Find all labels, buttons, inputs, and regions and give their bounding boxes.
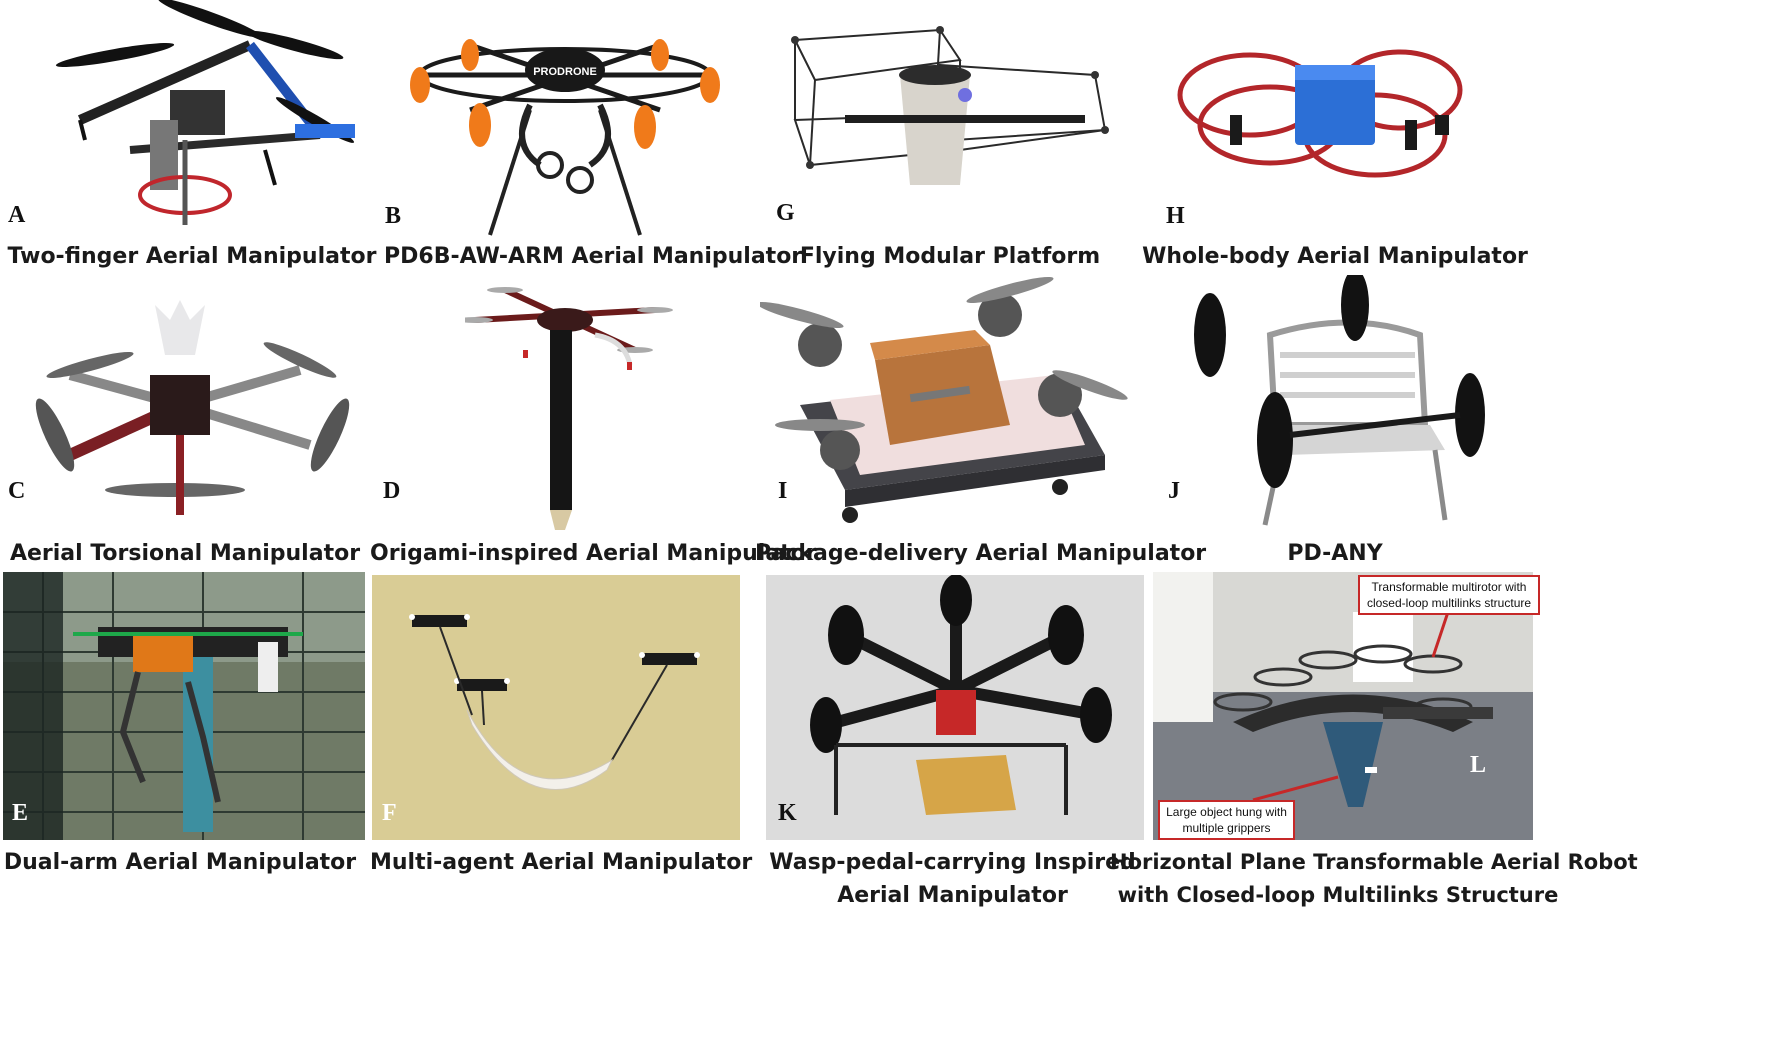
photo-wasp-inspired <box>766 575 1144 840</box>
panel-letter: I <box>778 478 788 504</box>
photo-torsional-manipulator <box>30 295 350 525</box>
panel-caption: PD6B-AW-ARM Aerial Manipulator <box>384 244 803 269</box>
photo-pd-any-chair <box>1180 275 1490 530</box>
panel-caption: Dual-arm Aerial Manipulator <box>3 850 357 875</box>
panel-caption: Origami-inspired Aerial Manipulator <box>370 541 817 566</box>
callout-line: Large object hung with <box>1166 805 1287 819</box>
photo-two-finger-drone <box>20 0 380 235</box>
panel-letter: J <box>1168 478 1180 504</box>
panel-caption: Flying Modular Platform <box>799 244 1101 269</box>
panel-letter: K <box>778 800 797 826</box>
panel-caption: Two-finger Aerial Manipulator <box>7 244 377 269</box>
panel-letter: A <box>8 202 26 228</box>
panel-caption: Package-delivery Aerial Manipulator <box>755 541 1207 566</box>
callout-line: multiple grippers <box>1182 821 1271 835</box>
callout-line: closed-loop multilinks structure <box>1366 596 1532 610</box>
panel-letter: E <box>12 800 29 826</box>
panel-caption: Whole-body Aerial Manipulator <box>1142 244 1528 269</box>
panel-caption: PD-ANY <box>1287 541 1383 566</box>
panel-caption-line1: Wasp-pedal-carrying Inspired <box>769 850 1136 875</box>
panel-letter: C <box>8 478 26 504</box>
panel-letter: D <box>383 478 401 504</box>
panel-caption-line1: Horizontal Plane Transformable Aerial Ro… <box>1110 850 1638 874</box>
brand-mark-text: PRODRONE <box>533 66 597 78</box>
callout-line: Transformable multirotor with <box>1371 580 1527 594</box>
photo-hexacopter-arm: PRODRONE <box>400 15 740 240</box>
photo-modular-platform <box>785 20 1115 195</box>
panel-caption-line2: Aerial Manipulator <box>837 883 1068 908</box>
photo-whole-body-caged <box>1170 35 1470 185</box>
panel-letter: G <box>776 200 795 226</box>
photo-multi-agent-net <box>372 575 740 840</box>
callout-transformable-multirotor: Transformable multirotor with closed-loo… <box>1358 575 1540 615</box>
panel-caption: Aerial Torsional Manipulator <box>9 541 361 566</box>
panel-letter: L <box>1470 752 1487 778</box>
photo-origami-arm <box>465 280 675 535</box>
photo-dual-arm <box>3 572 365 840</box>
callout-large-object: Large object hung with multiple grippers <box>1158 800 1295 840</box>
photo-transformable-robot <box>1153 572 1533 840</box>
panel-caption: Horizontal Plane Transformable Aerial Ro… <box>1110 846 1638 912</box>
photo-package-delivery <box>760 275 1135 525</box>
panel-letter: F <box>382 800 397 826</box>
panel-caption: Wasp-pedal-carrying Inspired Aerial Mani… <box>755 846 1150 912</box>
panel-caption: Multi-agent Aerial Manipulator <box>370 850 753 875</box>
panel-caption-line2: with Closed-loop Multilinks Structure <box>1117 883 1559 907</box>
panel-letter: B <box>385 203 402 229</box>
panel-letter: H <box>1166 203 1185 229</box>
